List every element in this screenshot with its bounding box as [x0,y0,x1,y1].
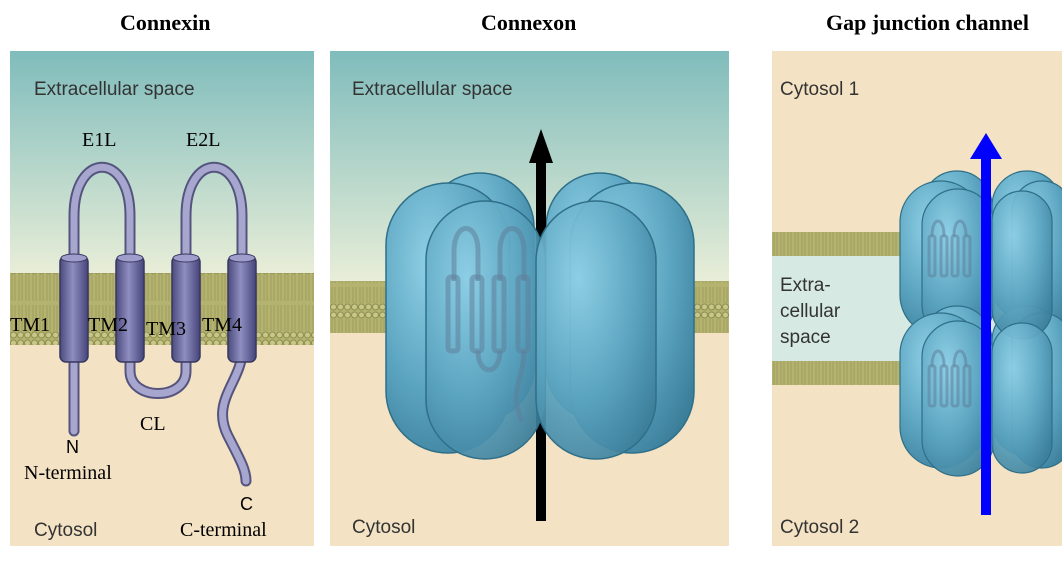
cytosol2-label: Cytosol 2 [780,517,859,538]
e2l-label: E2L [186,129,220,151]
connexin-panel: Extracellular space E1L E2L TM1 TM2 TM3 … [10,51,314,546]
tm4-label: TM4 [202,314,242,336]
gap-front-lobes [992,191,1052,473]
e1l-label: E1L [82,129,116,151]
tm1-helix [60,254,88,362]
connexon-front-lobes [426,201,656,459]
tm4-helix [228,254,256,362]
tm3-helix [172,254,200,362]
connexin-heading: Connexin [120,10,210,36]
extracellular-label: Extracellular space [352,79,513,100]
extracellular-line2: cellular [780,301,841,322]
gap-junction-panel: Cytosol 1 Extra- cellular space Cytosol … [772,51,1062,546]
connexon-panel: Extracellular space Cytosol [330,51,729,546]
n-label: N [66,437,79,457]
tm2-helix [116,254,144,362]
extracellular-line1: Extra- [780,275,831,296]
extracellular-label: Extracellular space [34,79,195,100]
gap-junction-heading: Gap junction channel [826,10,1029,36]
tm2-label: TM2 [88,314,128,336]
n-terminal-label: N-terminal [24,462,112,484]
cytosol-label: Cytosol [34,520,97,541]
c-terminal-label: C-terminal [180,519,267,541]
c-label: C [240,494,253,514]
cytosol-label: Cytosol [352,517,415,538]
cl-label: CL [140,413,166,435]
tm1-label: TM1 [10,314,50,336]
cytosol1-label: Cytosol 1 [780,79,859,100]
tm3-label: TM3 [146,318,186,340]
connexon-heading: Connexon [481,10,576,36]
extracellular-line3: space [780,327,831,348]
